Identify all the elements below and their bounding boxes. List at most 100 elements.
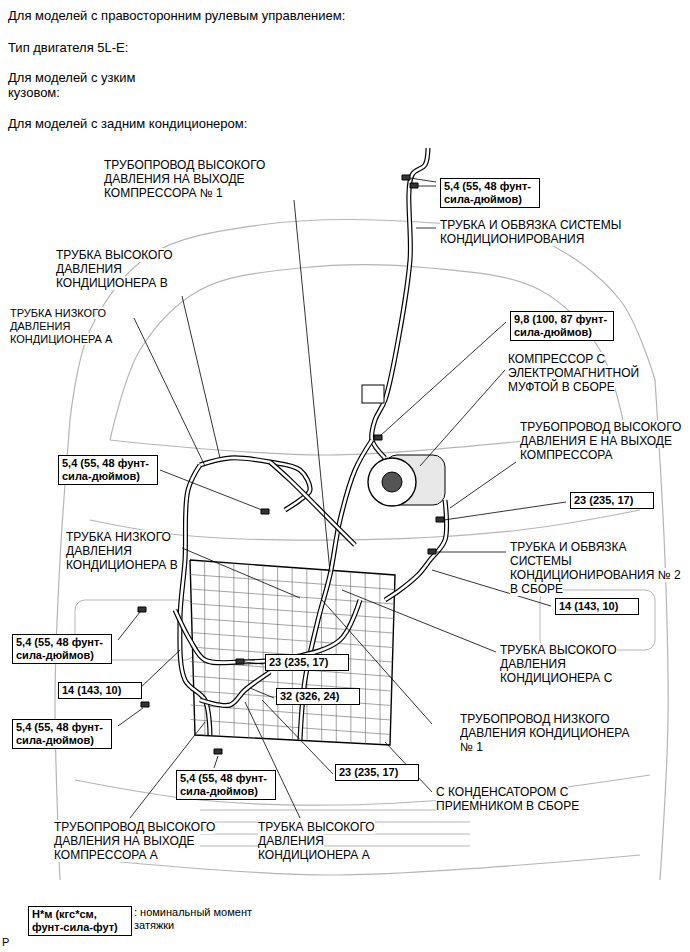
part-name: ТРУБКА ВЫСОКОГО ДАВЛЕНИЯ КОНДИЦИОНЕРА B bbox=[56, 248, 173, 290]
note-text: Тип двигателя 5L-E: bbox=[8, 40, 128, 55]
part-name: ТРУБКА И ОБВЯЗКА СИСТЕМЫ КОНДИЦИОНИРОВАН… bbox=[510, 540, 681, 596]
ac-pipe-core bbox=[180, 465, 210, 735]
condenser-fin bbox=[379, 574, 380, 744]
part-name: P bbox=[2, 936, 9, 948]
torque-value: Н*м (кгс*см, фунт-сила-фут) bbox=[32, 908, 128, 934]
torque-box: 5,4 (55, 48 фунт-сила-дюймов) bbox=[12, 719, 112, 749]
torque-box: 23 (235, 17) bbox=[265, 654, 349, 671]
leader-line bbox=[444, 502, 566, 520]
label-block: Тип двигателя 5L-E: bbox=[8, 40, 408, 55]
leader-line bbox=[134, 318, 205, 466]
leader-line bbox=[410, 178, 436, 182]
part-name: С КОНДЕНСАТОРОМ С ПРИЕМНИКОМ В СБОРЕ bbox=[436, 785, 579, 813]
condenser-fin bbox=[190, 589, 394, 604]
grille-line bbox=[200, 846, 470, 847]
condenser bbox=[190, 560, 395, 745]
torque-value: 23 (235, 17) bbox=[339, 766, 415, 779]
ac-pipe bbox=[200, 672, 270, 706]
leader-line bbox=[182, 548, 300, 598]
bolt-symbol bbox=[261, 509, 269, 514]
torque-value: 32 (326, 24) bbox=[280, 690, 356, 703]
part-name: ТРУБКА НИЗКОГО ДАВЛЕНИЯ КОНДИЦИОНЕРА A bbox=[10, 307, 112, 345]
leader-line bbox=[294, 200, 330, 572]
condenser-fin bbox=[190, 575, 395, 590]
label-block: ТРУБОПРОВОД НИЗКОГО ДАВЛЕНИЯ КОНДИЦИОНЕР… bbox=[460, 712, 635, 754]
torque-box: 5,4 (55, 48 фунт-сила-дюймов) bbox=[12, 634, 112, 664]
note-text: Для моделей с задним кондиционером: bbox=[8, 116, 247, 131]
bolt-symbol bbox=[410, 183, 418, 188]
label-block: ТРУБОПРОВОД ВЫСОКОГО ДАВЛЕНИЯ НА ВЫХОДЕ … bbox=[104, 158, 294, 200]
bolt-symbol bbox=[141, 702, 149, 707]
torque-value: 14 (143, 10) bbox=[559, 600, 635, 613]
part-name: : номинальный момент затяжки bbox=[134, 906, 252, 931]
ac-pipe-core bbox=[270, 462, 355, 545]
label-block: С КОНДЕНСАТОРОМ С ПРИЕМНИКОМ В СБОРЕ bbox=[436, 785, 651, 813]
vehicle-outline bbox=[655, 380, 668, 880]
label-block: : номинальный момент затяжки bbox=[134, 906, 264, 932]
part-name: ТРУБОПРОВОД ВЫСОКОГО ДАВЛЕНИЯ НА ВЫХОДЕ … bbox=[104, 158, 265, 200]
leader-line bbox=[436, 552, 506, 553]
compressor-pulley bbox=[368, 458, 416, 506]
torque-box: 14 (143, 10) bbox=[58, 682, 142, 699]
ac-pipe bbox=[385, 500, 447, 600]
condenser-fin bbox=[190, 618, 393, 633]
torque-box: 32 (326, 24) bbox=[276, 688, 360, 705]
condenser-fin bbox=[277, 567, 278, 740]
label-block: ТРУБОПРОВОД ВЫСОКОГО ДАВЛЕНИЯ НА ВЫХОДЕ … bbox=[54, 820, 224, 862]
leader-line bbox=[416, 228, 436, 229]
torque-value: 5,4 (55, 48 фунт-сила-дюймов) bbox=[16, 636, 108, 662]
torque-value: 5,4 (55, 48 фунт-сила-дюймов) bbox=[444, 180, 536, 206]
torque-box: 23 (235, 17) bbox=[335, 764, 419, 781]
label-block: ТРУБКА ВЫСОКОГО ДАВЛЕНИЯ КОНДИЦИОНЕРА B bbox=[56, 248, 196, 290]
leader-line bbox=[138, 650, 180, 690]
leader-line bbox=[250, 688, 274, 698]
leader-line bbox=[342, 590, 496, 652]
torque-box: 23 (235, 17) bbox=[570, 492, 654, 509]
bolt-symbol bbox=[236, 659, 244, 664]
label-block: ТРУБКА ВЫСОКОГО ДАВЛЕНИЯ КОНДИЦИОНЕРА C bbox=[500, 643, 650, 685]
torque-value: 9,8 (100, 87 фунт-сила-дюймов) bbox=[514, 313, 610, 339]
ac-pipe bbox=[270, 462, 355, 545]
torque-value: 5,4 (55, 48 фунт-сила-дюймов) bbox=[62, 457, 154, 483]
headlight-outline bbox=[540, 590, 655, 650]
part-name: ТРУБОПРОВОД НИЗКОГО ДАВЛЕНИЯ КОНДИЦИОНЕР… bbox=[460, 712, 630, 754]
compressor-hub bbox=[382, 472, 402, 492]
bolt-symbol bbox=[138, 607, 146, 612]
label-block: Для моделей с задним кондиционером: bbox=[8, 116, 408, 131]
leader-line bbox=[380, 322, 506, 436]
condenser-fin bbox=[190, 604, 394, 619]
vehicle-outline bbox=[90, 510, 640, 540]
leader-line bbox=[118, 612, 140, 640]
torque-value: 5,4 (55, 48 фунт-сила-дюймов) bbox=[16, 721, 108, 747]
torque-box: 14 (143, 10) bbox=[555, 598, 639, 615]
condenser-fin bbox=[263, 566, 264, 739]
bolt-symbol bbox=[402, 175, 410, 180]
torque-value: 23 (235, 17) bbox=[269, 656, 345, 669]
torque-box: 5,4 (55, 48 фунт-сила-дюймов) bbox=[58, 455, 158, 485]
torque-box: Н*м (кгс*см, фунт-сила-фут) bbox=[28, 906, 132, 936]
pipe-bracket bbox=[362, 385, 384, 403]
grille-line bbox=[200, 810, 470, 811]
label-block: ТРУБКА НИЗКОГО ДАВЛЕНИЯ КОНДИЦИОНЕРА B bbox=[66, 530, 188, 572]
torque-box: 5,4 (55, 48 фунт-сила-дюймов) bbox=[176, 770, 276, 800]
label-block: Для моделей с правосторонним рулевым упр… bbox=[8, 8, 608, 23]
ac-pipe-core bbox=[385, 500, 447, 600]
label-block: КОМПРЕССОР С ЭЛЕКТРОМАГНИТНОЙ МУФТОЙ В С… bbox=[508, 352, 678, 394]
bolt-symbol bbox=[428, 549, 436, 554]
leader-line bbox=[450, 462, 516, 508]
leader-line bbox=[118, 708, 143, 726]
label-block: ТРУБКА НИЗКОГО ДАВЛЕНИЯ КОНДИЦИОНЕРА A bbox=[10, 307, 132, 346]
label-block: Для моделей с узким кузовом: bbox=[8, 70, 138, 100]
torque-box: 5,4 (55, 48 фунт-сила-дюймов) bbox=[440, 178, 540, 208]
torque-value: 23 (235, 17) bbox=[574, 494, 650, 507]
label-block: ТРУБКА И ОБВЯЗКА СИСТЕМЫ КОНДИЦИОНИРОВАН… bbox=[510, 540, 685, 596]
part-name: ТРУБОПРОВОД ВЫСОКОГО ДАВЛЕНИЯ E НА ВЫХОД… bbox=[520, 420, 681, 462]
bolt-symbol bbox=[436, 517, 444, 522]
torque-box: 9,8 (100, 87 фунт-сила-дюймов) bbox=[510, 311, 614, 341]
part-name: ТРУБКА НИЗКОГО ДАВЛЕНИЯ КОНДИЦИОНЕРА B bbox=[66, 530, 178, 572]
ac-pipe-core bbox=[372, 148, 428, 458]
label-block: ТРУБКА И ОБВЯЗКА СИСТЕМЫ КОНДИЦИОНИРОВАН… bbox=[440, 218, 675, 246]
part-name: ТРУБКА ВЫСОКОГО ДАВЛЕНИЯ КОНДИЦИОНЕРА A bbox=[258, 820, 375, 862]
leader-line bbox=[420, 370, 505, 466]
vehicle-outline bbox=[100, 855, 640, 875]
